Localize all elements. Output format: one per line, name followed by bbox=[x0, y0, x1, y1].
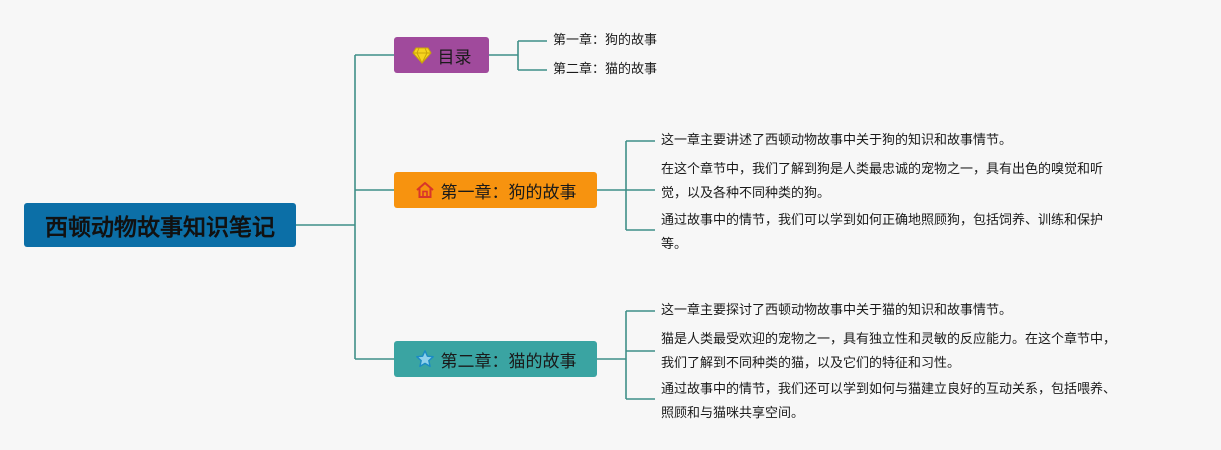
dog-note-3-line-1: 通过故事中的情节，我们可以学到如何正确地照顾狗，包括饲养、训练和保护 bbox=[661, 213, 1104, 228]
connector-cat-leaves bbox=[597, 310, 655, 400]
dog-note-1-line-1: 这一章主要讲述了西顿动物故事中关于狗的知识和故事情节。 bbox=[661, 133, 1013, 148]
diamond-icon bbox=[411, 47, 432, 65]
branch-toc[interactable]: 目录 bbox=[394, 37, 489, 73]
connector-toc-leaves bbox=[489, 40, 547, 71]
dog-note-3-line-2: 等。 bbox=[661, 237, 688, 252]
branch-dog-label: 第一章：狗的故事 bbox=[440, 182, 577, 203]
root-node[interactable]: 西顿动物故事知识笔记 bbox=[24, 203, 296, 247]
star-icon bbox=[415, 350, 434, 368]
cat-note-3[interactable]: 通过故事中的情节，我们还可以学到如何与猫建立良好的互动关系，包括喂养、 照顾和与… bbox=[661, 378, 1116, 426]
branch-dog[interactable]: 第一章：狗的故事 bbox=[394, 172, 597, 208]
branch-toc-label: 目录 bbox=[437, 47, 472, 68]
cat-note-1-line-1: 这一章主要探讨了西顿动物故事中关于猫的知识和故事情节。 bbox=[661, 303, 1013, 318]
root-title: 西顿动物故事知识笔记 bbox=[45, 215, 275, 241]
branch-cat[interactable]: 第二章：猫的故事 bbox=[394, 341, 597, 377]
cat-note-3-line-2: 照顾和与猫咪共享空间。 bbox=[661, 406, 805, 421]
dog-note-2-line-2: 觉，以及各种不同种类的狗。 bbox=[661, 186, 831, 201]
cat-note-2-line-2: 我们了解到不同种类的猫，以及它们的特征和习性。 bbox=[661, 356, 961, 371]
dog-note-3[interactable]: 通过故事中的情节，我们可以学到如何正确地照顾狗，包括饲养、训练和保护 等。 bbox=[661, 209, 1103, 257]
dog-note-1[interactable]: 这一章主要讲述了西顿动物故事中关于狗的知识和故事情节。 bbox=[661, 129, 1012, 153]
toc-item-2[interactable]: 第二章：猫的故事 bbox=[553, 62, 658, 77]
home-icon bbox=[415, 182, 434, 198]
toc-item-1[interactable]: 第一章：狗的故事 bbox=[553, 33, 658, 48]
branch-cat-label: 第二章：猫的故事 bbox=[440, 351, 577, 372]
cat-note-3-line-1: 通过故事中的情节，我们还可以学到如何与猫建立良好的互动关系，包括喂养、 bbox=[661, 382, 1117, 397]
dog-note-2[interactable]: 在这个章节中，我们了解到狗是人类最忠诚的宠物之一，具有出色的嗅觉和听 觉，以及各… bbox=[661, 158, 1103, 206]
cat-note-2[interactable]: 猫是人类最受欢迎的宠物之一，具有独立性和灵敏的反应能力。在这个章节中， 我们了解… bbox=[661, 328, 1116, 376]
dog-note-2-line-1: 在这个章节中，我们了解到狗是人类最忠诚的宠物之一，具有出色的嗅觉和听 bbox=[661, 162, 1104, 177]
connector-dog-leaves bbox=[597, 140, 655, 231]
cat-note-1[interactable]: 这一章主要探讨了西顿动物故事中关于猫的知识和故事情节。 bbox=[661, 299, 1012, 323]
cat-note-2-line-1: 猫是人类最受欢迎的宠物之一，具有独立性和灵敏的反应能力。在这个章节中， bbox=[661, 332, 1117, 347]
